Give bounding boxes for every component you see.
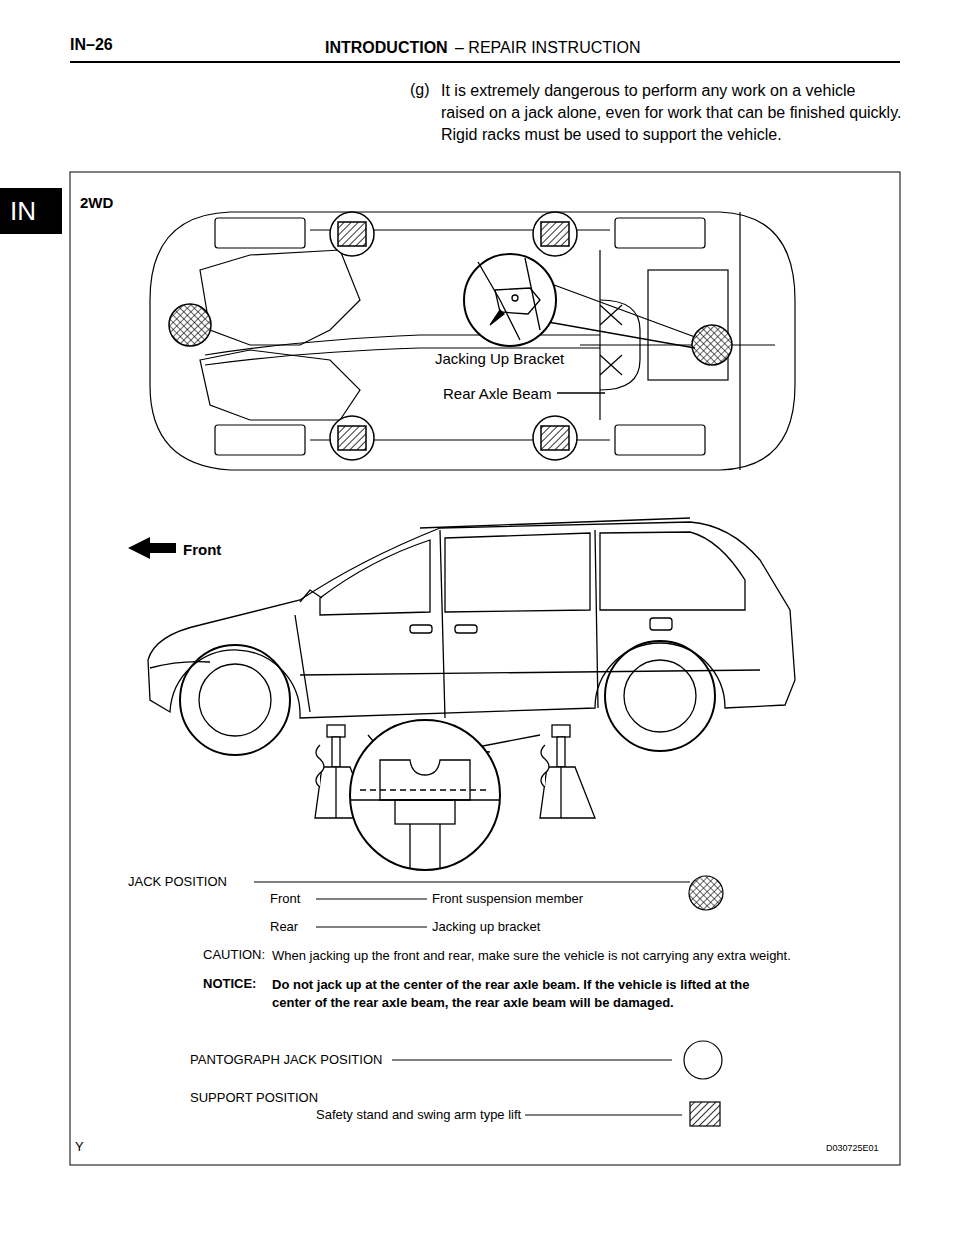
side-tab: IN bbox=[10, 196, 36, 227]
legend-value: Front suspension member bbox=[432, 891, 583, 907]
caution-heading: CAUTION: bbox=[203, 947, 265, 963]
legend-value: Safety stand and swing arm type lift bbox=[316, 1107, 521, 1123]
legend-heading: SUPPORT POSITION bbox=[190, 1090, 318, 1106]
direction-label: Front bbox=[183, 541, 221, 559]
page-number: IN–26 bbox=[70, 35, 113, 54]
code-letter: Y bbox=[75, 1139, 84, 1155]
legend-value: Jacking up bracket bbox=[432, 919, 540, 935]
legend-key: Rear bbox=[270, 919, 298, 935]
part-name: Rear Axle Beam bbox=[443, 385, 551, 403]
section-title: INTRODUCTION bbox=[325, 38, 448, 57]
figure-code: D030725E01 bbox=[826, 1143, 879, 1154]
variant-label: 2WD bbox=[80, 194, 113, 212]
legend-heading: JACK POSITION bbox=[128, 874, 227, 890]
legend-key: Front bbox=[270, 891, 300, 907]
notice-text: Do not jack up at the center of the rear… bbox=[272, 976, 772, 1012]
notice-heading: NOTICE: bbox=[203, 976, 256, 992]
caution-text: When jacking up the front and rear, make… bbox=[272, 947, 792, 965]
step-text: It is extremely dangerous to perform any… bbox=[441, 80, 903, 146]
legend-heading: PANTOGRAPH JACK POSITION bbox=[190, 1052, 382, 1068]
section-subtitle: – REPAIR INSTRUCTION bbox=[455, 38, 641, 57]
part-name: Jacking Up Bracket bbox=[435, 350, 564, 368]
step-letter: (g) bbox=[410, 80, 430, 99]
